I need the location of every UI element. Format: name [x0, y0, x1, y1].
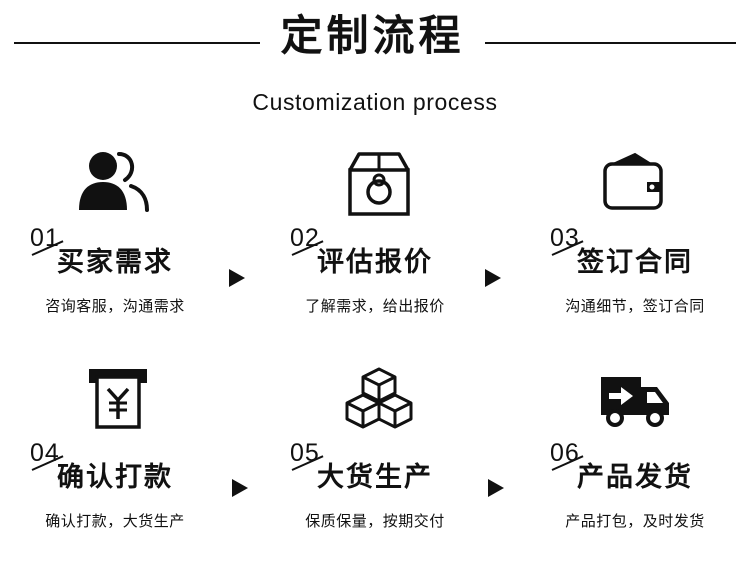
- step-name: 产品发货: [577, 462, 693, 493]
- step-description: 产品打包，及时发货: [565, 512, 705, 530]
- page-title: 定制流程: [280, 11, 465, 60]
- step-03: 03 签订合同 沟通细节，签订合同: [550, 150, 740, 325]
- arrow-right-icon: [488, 479, 504, 497]
- arrow-right-icon: [232, 479, 248, 497]
- page-subtitle: Customization process: [252, 89, 498, 115]
- step-05: 05 大货生产 保质保量，按期交付: [290, 365, 480, 540]
- arrow-right-icon: [485, 269, 501, 287]
- step-name: 评估报价: [317, 247, 433, 278]
- step-description: 确认打款，大货生产: [45, 512, 185, 530]
- box-quote-icon: [335, 150, 415, 216]
- title-rule-left: [14, 42, 260, 44]
- step-description: 保质保量，按期交付: [305, 512, 445, 530]
- step-description: 了解需求，给出报价: [305, 297, 445, 315]
- step-04: 04 确认打款 确认打款，大货生产: [30, 365, 220, 540]
- step-06: 06 产品发货 产品打包，及时发货: [550, 365, 740, 540]
- step-01: 01 买家需求 咨询客服，沟通需求: [30, 150, 220, 325]
- step-name: 大货生产: [317, 462, 433, 493]
- boxes-icon: [335, 365, 415, 431]
- yuan-payment-icon: [75, 365, 155, 431]
- step-description: 沟通细节，签订合同: [565, 297, 705, 315]
- arrow-right-icon: [229, 269, 245, 287]
- title-rule-right: [485, 42, 736, 44]
- step-name: 签订合同: [577, 247, 693, 278]
- step-02: 02 评估报价 了解需求，给出报价: [290, 150, 480, 325]
- step-name: 确认打款: [57, 462, 173, 493]
- wallet-icon: [595, 150, 675, 216]
- delivery-truck-icon: [595, 365, 675, 431]
- customer-icon: [75, 150, 155, 216]
- step-name: 买家需求: [57, 247, 173, 278]
- step-description: 咨询客服，沟通需求: [45, 297, 185, 315]
